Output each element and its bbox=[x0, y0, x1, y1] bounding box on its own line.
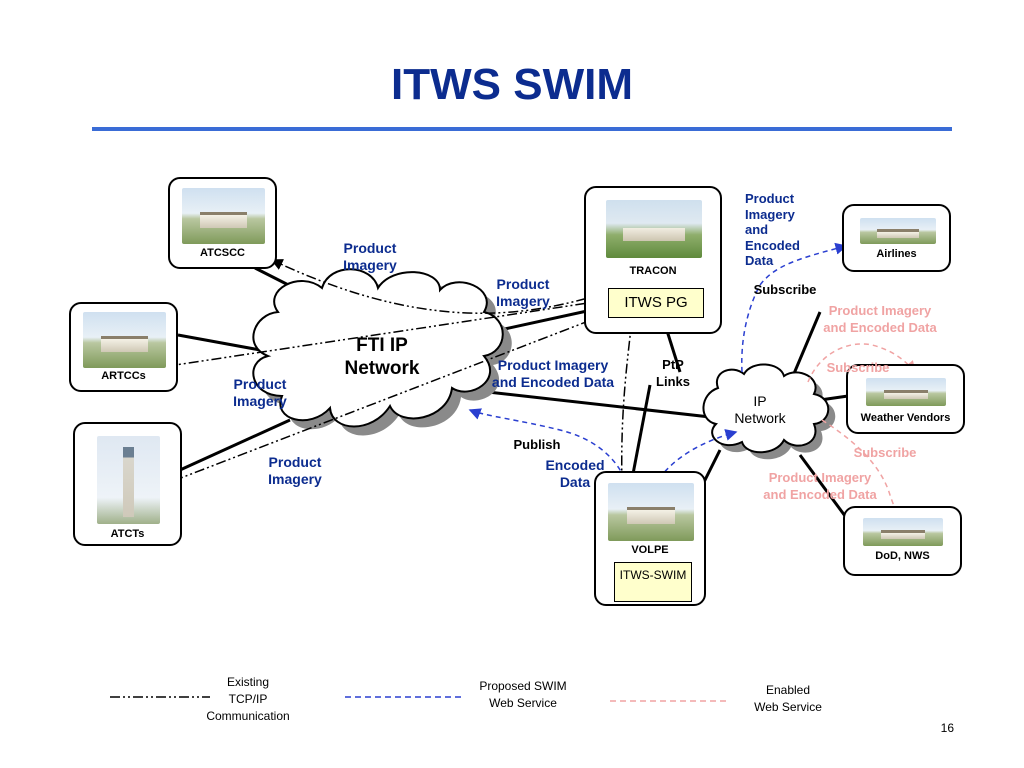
tracon-facility-photo bbox=[606, 200, 702, 258]
node-airlines: Airlines bbox=[842, 204, 951, 272]
label-subscribe-airlines: Subscribe bbox=[753, 282, 817, 297]
atcts-tower-photo bbox=[97, 436, 160, 524]
label-pink-subscribe-1: Subscribe bbox=[826, 360, 890, 375]
label-encoded-data: Encoded Data bbox=[545, 457, 605, 490]
label-pink-product-imagery-top: Product Imagery and Encoded Data bbox=[823, 303, 937, 335]
title-rule bbox=[92, 127, 952, 131]
node-volpe-label: VOLPE bbox=[631, 544, 669, 556]
node-dod-nws: DoD, NWS bbox=[843, 506, 962, 576]
node-airlines-label: Airlines bbox=[876, 248, 917, 260]
volpe-building-photo bbox=[608, 483, 694, 541]
node-weather-vendors-label: Weather Vendors bbox=[860, 412, 951, 424]
node-tracon-label: TRACON bbox=[629, 265, 677, 277]
solid-links bbox=[177, 266, 856, 521]
label-publish: Publish bbox=[513, 437, 561, 452]
node-tracon: TRACON ITWS PG bbox=[584, 186, 722, 334]
node-atcts: ATCTs bbox=[73, 422, 182, 546]
dod-nws-building-photo bbox=[863, 518, 943, 546]
legend-enabled-text: Enabled Web Service bbox=[754, 683, 822, 714]
atcscc-building-photo bbox=[182, 188, 265, 244]
weather-vendors-building-photo bbox=[866, 378, 946, 406]
label-product-imagery-tracon: Product Imagery bbox=[496, 276, 550, 309]
label-pink-subscribe-2: Subscribe bbox=[853, 445, 917, 460]
legend-proposed-text: Proposed SWIM Web Service bbox=[479, 679, 567, 710]
itws-pg-box: ITWS PG bbox=[608, 288, 704, 318]
fti-ip-network-label: FTI IP Network bbox=[344, 335, 420, 379]
label-product-imagery-encoded-airlines: Product Imagery and Encoded Data bbox=[745, 191, 800, 268]
label-product-imagery-atcscc: Product Imagery bbox=[343, 240, 397, 273]
node-weather-vendors: Weather Vendors bbox=[846, 364, 965, 434]
node-atcscc-label: ATCSCC bbox=[199, 247, 245, 259]
node-atcts-label: ATCTs bbox=[110, 528, 145, 540]
node-volpe: VOLPE ITWS-SWIM bbox=[594, 471, 706, 606]
page-number: 16 bbox=[940, 721, 954, 735]
label-ptp-links: PtP Links bbox=[656, 357, 690, 389]
ip-network-label: IP Network bbox=[734, 393, 786, 426]
legend-existing-text: Existing TCP/IP Communication bbox=[206, 675, 290, 723]
page-title: ITWS SWIM bbox=[391, 60, 633, 109]
itws-swim-box: ITWS-SWIM bbox=[614, 562, 692, 602]
fti-ip-cloud bbox=[252, 268, 512, 436]
label-product-imagery-atcts: Product Imagery bbox=[268, 454, 322, 487]
artccs-building-photo bbox=[83, 312, 166, 368]
airlines-building-photo bbox=[860, 218, 936, 244]
node-dod-nws-label: DoD, NWS bbox=[875, 550, 930, 562]
node-artccs: ARTCCs bbox=[69, 302, 178, 392]
label-product-imagery-artccs: Product Imagery bbox=[233, 376, 287, 409]
node-artccs-label: ARTCCs bbox=[101, 370, 146, 382]
label-product-imagery-encoded-center: Product Imagery and Encoded Data bbox=[491, 357, 615, 390]
label-pink-product-imagery-bottom: Product Imagery and Encoded Data bbox=[763, 470, 877, 502]
node-atcscc: ATCSCC bbox=[168, 177, 277, 269]
